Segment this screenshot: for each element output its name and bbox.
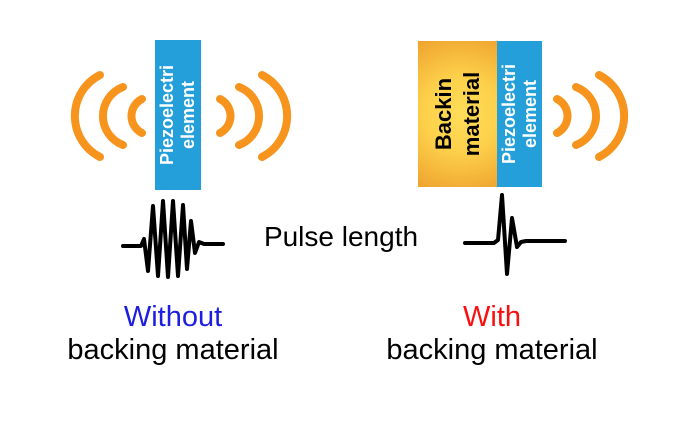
without-label: Without xyxy=(123,301,223,333)
short-damped-pulse-waveform xyxy=(463,193,567,276)
left-caption: Without backing material xyxy=(23,301,323,367)
piezo-label-line1: Piezoelectri xyxy=(498,63,519,165)
with-label: With xyxy=(463,301,521,333)
right-caption: With backing material xyxy=(342,301,642,367)
sound-waves-right-icon xyxy=(216,71,292,161)
sound-waves-left-icon xyxy=(70,71,146,161)
backing-material-caption: backing material xyxy=(386,334,598,366)
pulse-length-label: Pulse length xyxy=(263,221,419,252)
long-ringing-pulse-waveform xyxy=(121,199,225,279)
piezo-label-line2: element xyxy=(519,79,540,149)
piezo-label-line2: element xyxy=(178,80,198,150)
backing-label-line2: material xyxy=(458,71,484,157)
backing-material-caption: backing material xyxy=(67,334,279,366)
backing-label-line1: Backin xyxy=(430,77,456,151)
piezo-label-line1: Piezoelectri xyxy=(157,64,177,166)
sound-waves-right-icon xyxy=(553,71,629,161)
